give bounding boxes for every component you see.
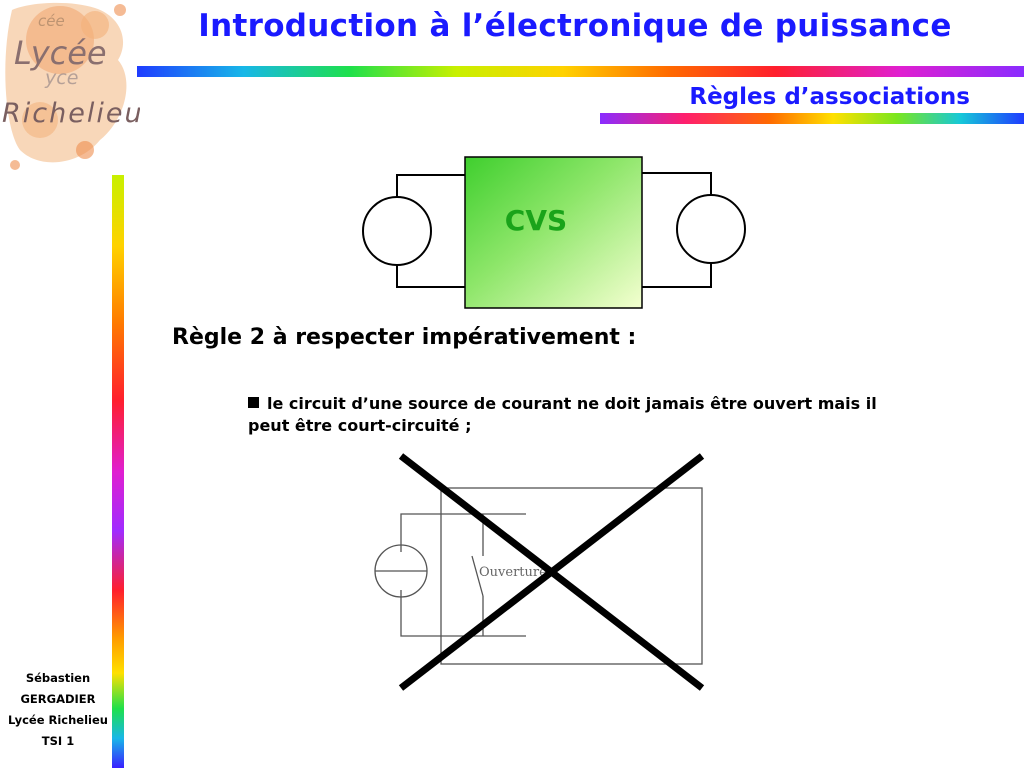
right-source-symbol: [676, 194, 746, 264]
svg-text:yce: yce: [44, 67, 78, 89]
inner-wire-top: [400, 513, 526, 552]
open-switch-blade: [471, 555, 484, 597]
cross-stroke-2: [398, 453, 705, 691]
author-last-name: GERGADIER: [20, 692, 96, 706]
rule-heading: Règle 2 à respecter impérativement :: [172, 325, 637, 350]
page-title: Introduction à l’électronique de puissan…: [198, 8, 952, 44]
rule-bullet: le circuit d’une source de courant ne do…: [248, 393, 878, 437]
wire-left-bottom: [396, 265, 465, 288]
left-source-symbol: [362, 196, 432, 266]
author-school: Lycée Richelieu: [8, 713, 108, 727]
outer-circuit-loop: [440, 487, 703, 665]
logo-text-lycee: Lycée: [14, 34, 107, 72]
section-subtitle: Règles d’associations: [689, 84, 970, 110]
inner-wire-bottom: [400, 590, 526, 637]
svg-text:cée: cée: [38, 12, 65, 30]
logo-text-richelieu: Richelieu: [2, 98, 140, 129]
lycee-richelieu-logo: cée yce Lycée Richelieu: [2, 2, 140, 170]
square-bullet-icon: [248, 397, 259, 408]
wire-left-top: [396, 174, 465, 197]
cvs-block: [464, 156, 643, 309]
wire-right-top: [642, 172, 712, 195]
author-class: TSI 1: [41, 734, 75, 748]
switch-label: Ouverture: [479, 565, 547, 580]
forbidden-circuit-diagram: Ouverture: [374, 453, 705, 691]
cvs-diagram: CVS: [362, 156, 746, 309]
title-rainbow-bar: [137, 66, 1024, 77]
subtitle-rainbow-bar: [600, 113, 1024, 124]
author-block: Sébastien GERGADIER Lycée Richelieu TSI …: [0, 668, 116, 752]
side-rainbow-bar: [112, 175, 124, 768]
author-first-name: Sébastien: [25, 671, 91, 685]
cvs-label: CVS: [505, 204, 567, 237]
rule-bullet-text: le circuit d’une source de courant ne do…: [248, 394, 877, 435]
wire-right-bottom: [642, 263, 712, 288]
